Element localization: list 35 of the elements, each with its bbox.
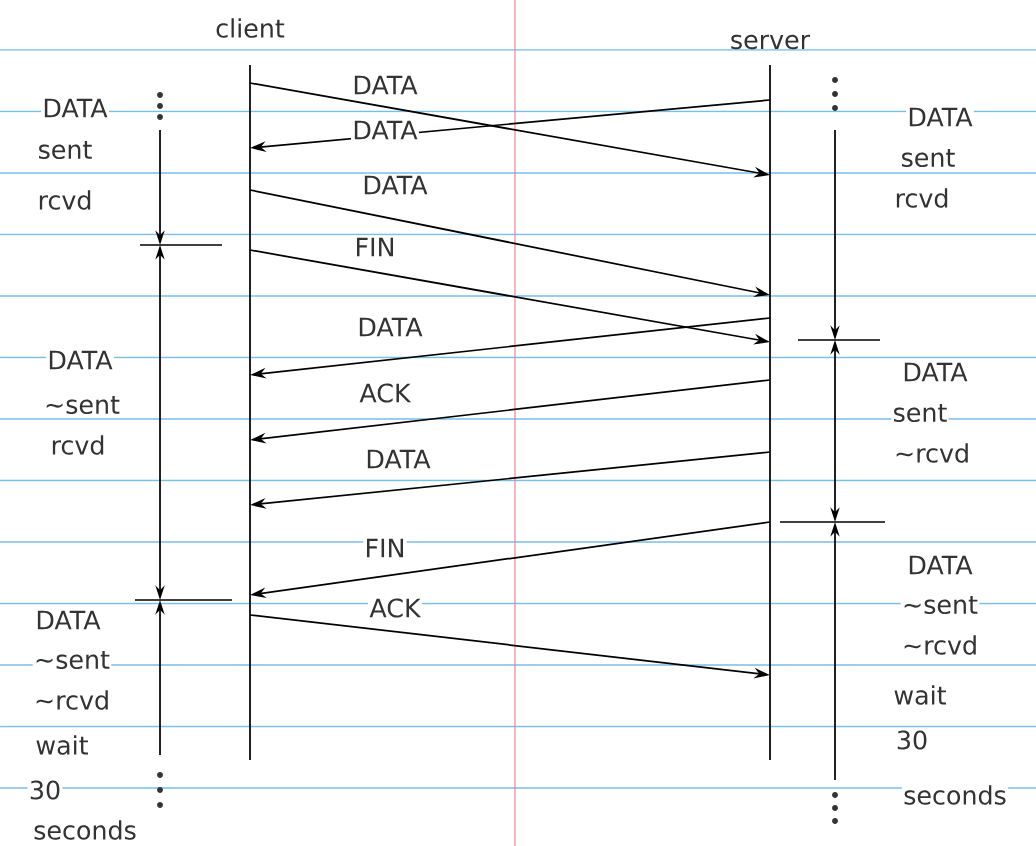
state-label: DATA <box>46 349 114 371</box>
state-label: rcvd <box>893 186 951 210</box>
state-label: DATA <box>41 97 109 119</box>
state-label: seconds <box>901 783 1009 807</box>
edge-label: DATA <box>351 119 419 141</box>
state-label: ~rcvd <box>32 688 112 712</box>
state-label: ~rcvd <box>892 441 972 465</box>
state-label: wait <box>34 733 90 757</box>
state-label: sent <box>891 402 949 424</box>
state-label: ~sent <box>32 649 112 671</box>
state-label: ~sent <box>42 394 122 416</box>
state-label: 30 <box>894 729 930 751</box>
lifeline: client <box>216 18 285 761</box>
state-label: DATA <box>901 361 969 383</box>
state-label: ~sent <box>900 594 980 616</box>
edge-label: FIN <box>353 236 397 258</box>
edge-label: ACK <box>358 382 412 404</box>
state-label: ~rcvd <box>900 633 980 657</box>
edge-label: DATA <box>364 448 432 470</box>
state-label: DATA <box>34 609 102 631</box>
state-label: DATA <box>906 554 974 576</box>
state-label: seconds <box>31 818 139 842</box>
lifeline: server <box>731 34 811 761</box>
edge-label: DATA <box>356 316 424 338</box>
edge-label: ACK <box>368 597 422 619</box>
state-label: sent <box>899 147 957 169</box>
edge-label: FIN <box>363 537 407 559</box>
edge-label: DATA <box>361 174 429 196</box>
state-label: sent <box>36 139 94 161</box>
state-label: DATA <box>906 106 974 128</box>
edge-label: DATA <box>351 74 419 96</box>
state-label: 30 <box>27 779 63 801</box>
state-label: wait <box>892 683 948 707</box>
state-label: rcvd <box>49 433 107 457</box>
state-label: rcvd <box>36 188 94 212</box>
